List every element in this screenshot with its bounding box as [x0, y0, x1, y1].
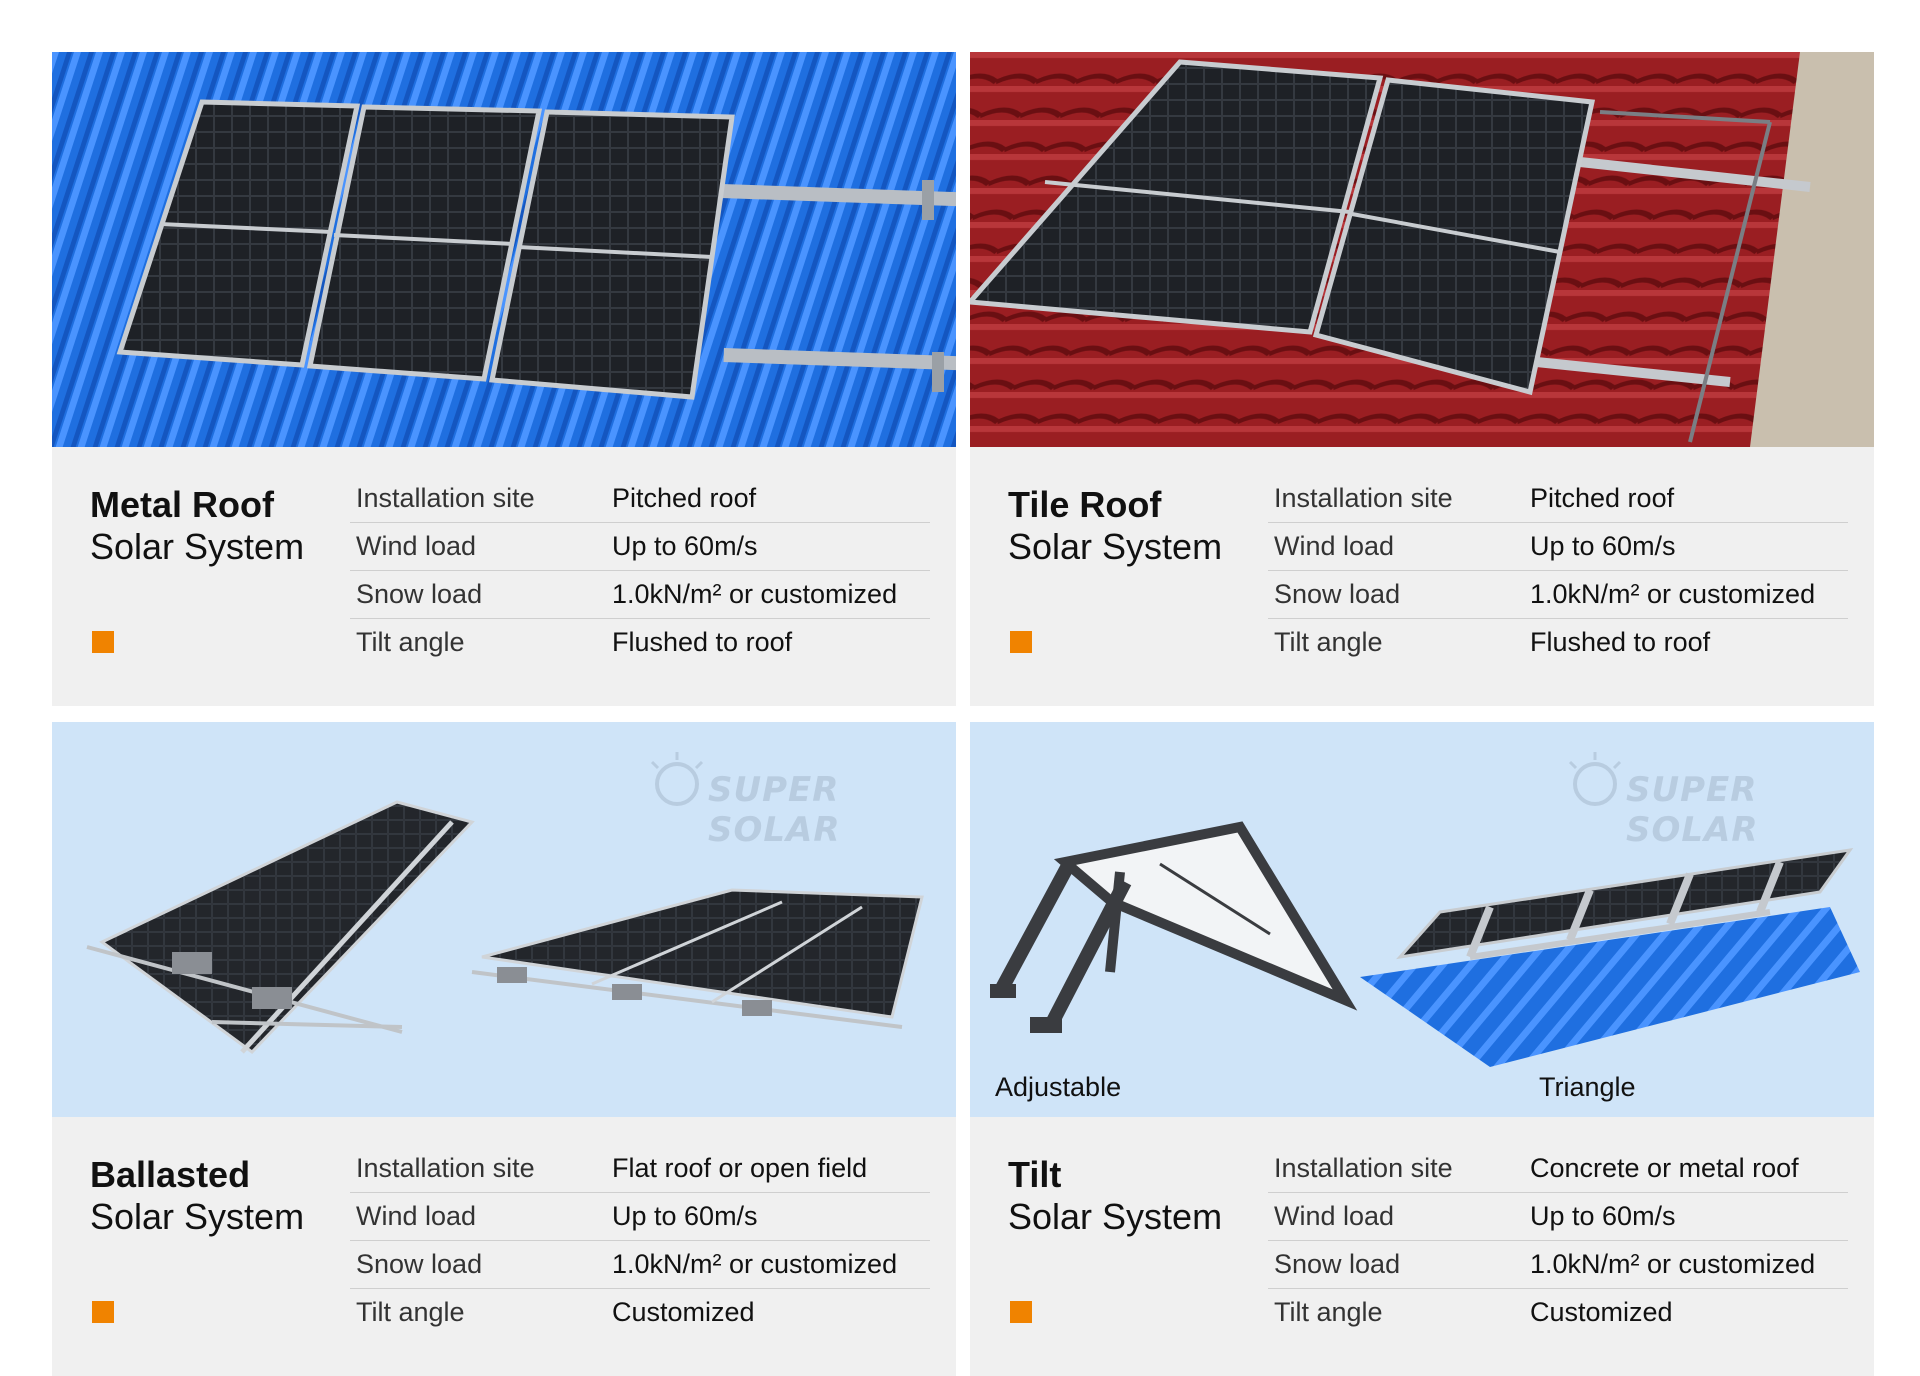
ballasted-info: Ballasted Solar System Installation site…: [52, 1117, 956, 1376]
spec-label: Snow load: [356, 1249, 483, 1279]
spec-value: Up to 60m/s: [612, 1201, 758, 1231]
title-bold: Tile Roof: [1008, 484, 1162, 525]
spec-label: Snow load: [1274, 579, 1401, 609]
spec-value: Flushed to roof: [1530, 627, 1711, 657]
title-rest: Solar System: [1008, 1196, 1223, 1237]
title-rest: Solar System: [90, 526, 305, 567]
card-ballasted: SUPER SOLAR Ballasted Solar System Insta…: [52, 722, 956, 1376]
tile-roof-photo: [970, 52, 1874, 447]
spec-value: Flat roof or open field: [612, 1153, 868, 1183]
tile-roof-info: Tile Roof Solar System Installation site…: [970, 447, 1874, 706]
title-bold: Metal Roof: [90, 484, 274, 525]
spec-value: Pitched roof: [1530, 483, 1675, 513]
ballasted-photo: SUPER SOLAR: [52, 722, 956, 1117]
spec-label: Snow load: [356, 579, 483, 609]
spec-label: Snow load: [1274, 1249, 1401, 1279]
card-tile-roof: Tile Roof Solar System Installation site…: [970, 52, 1874, 706]
spec-value: Customized: [1530, 1297, 1673, 1327]
metal-roof-info: Metal Roof Solar System Installation sit…: [52, 447, 956, 706]
spec-label: Wind load: [1274, 531, 1395, 561]
card-title: Ballasted Solar System: [90, 1154, 304, 1238]
spec-value: Customized: [612, 1297, 755, 1327]
spec-row: Snow load 1.0kN/m² or customized: [1268, 571, 1848, 619]
spec-label: Installation site: [356, 483, 535, 513]
spec-value: 1.0kN/m² or customized: [612, 1249, 898, 1279]
spec-label: Tilt angle: [1274, 627, 1383, 657]
sun-logo-icon: [1568, 752, 1622, 806]
spec-label: Installation site: [1274, 483, 1453, 513]
spec-row: Wind load Up to 60m/s: [1268, 1193, 1848, 1241]
spec-row: Installation site Pitched roof: [1268, 475, 1848, 523]
orange-square-icon: [92, 631, 114, 653]
spec-table: Installation site Pitched roof Wind load U…: [350, 475, 930, 666]
spec-row: Snow load 1.0kN/m² or customized: [1268, 1241, 1848, 1289]
tilt-info: Tilt Solar System Installation site Concr…: [970, 1117, 1874, 1376]
spec-label: Tilt angle: [356, 1297, 465, 1327]
spec-row: Wind load Up to 60m/s: [1268, 523, 1848, 571]
spec-row: Tilt angle Customized: [350, 1289, 930, 1336]
orange-square-icon: [92, 1301, 114, 1323]
sun-logo-icon: [650, 752, 704, 806]
spec-label: Installation site: [1274, 1153, 1453, 1183]
spec-row: Tilt angle Flushed to roof: [1268, 619, 1848, 666]
card-metal-roof: Metal Roof Solar System Installation sit…: [52, 52, 956, 706]
spec-row: Installation site Concrete or metal roof: [1268, 1145, 1848, 1193]
spec-label: Wind load: [1274, 1201, 1395, 1231]
spec-row: Installation site Flat roof or open field: [350, 1145, 930, 1193]
spec-value: Up to 60m/s: [1530, 531, 1676, 561]
card-title: Tilt Solar System: [1008, 1154, 1222, 1238]
spec-value: Concrete or metal roof: [1530, 1153, 1799, 1183]
title-bold: Tilt: [1008, 1154, 1062, 1195]
spec-value: Up to 60m/s: [1530, 1201, 1676, 1231]
spec-value: 1.0kN/m² or customized: [1530, 1249, 1816, 1279]
orange-square-icon: [1010, 1301, 1032, 1323]
card-title: Tile Roof Solar System: [1008, 484, 1222, 568]
title-rest: Solar System: [1008, 526, 1223, 567]
watermark: SUPER SOLAR: [708, 770, 841, 850]
spec-value: Flushed to roof: [612, 627, 793, 657]
spec-row: Wind load Up to 60m/s: [350, 1193, 930, 1241]
watermark: SUPER SOLAR: [1626, 770, 1759, 850]
spec-value: Pitched roof: [612, 483, 757, 513]
spec-table: Installation site Pitched roof Wind load U…: [1268, 475, 1848, 666]
spec-label: Wind load: [356, 531, 477, 561]
spec-row: Snow load 1.0kN/m² or customized: [350, 571, 930, 619]
tilt-photo: SUPER SOLAR Adjustable Triangle: [970, 722, 1874, 1117]
spec-value: 1.0kN/m² or customized: [1530, 579, 1816, 609]
caption-triangle: Triangle: [1539, 1072, 1636, 1102]
caption-adjustable: Adjustable: [995, 1072, 1122, 1102]
spec-label: Tilt angle: [356, 627, 465, 657]
spec-row: Wind load Up to 60m/s: [350, 523, 930, 571]
spec-label: Wind load: [356, 1201, 477, 1231]
title-bold: Ballasted: [90, 1154, 251, 1195]
spec-value: Up to 60m/s: [612, 531, 758, 561]
spec-label: Tilt angle: [1274, 1297, 1383, 1327]
spec-row: Tilt angle Customized: [1268, 1289, 1848, 1336]
card-title: Metal Roof Solar System: [90, 484, 304, 568]
spec-value: 1.0kN/m² or customized: [612, 579, 898, 609]
card-tilt: SUPER SOLAR Adjustable Triangle Tilt Sol…: [970, 722, 1874, 1376]
spec-label: Installation site: [356, 1153, 535, 1183]
spec-row: Installation site Pitched roof: [350, 475, 930, 523]
spec-row: Snow load 1.0kN/m² or customized: [350, 1241, 930, 1289]
spec-row: Tilt angle Flushed to roof: [350, 619, 930, 666]
title-rest: Solar System: [90, 1196, 305, 1237]
orange-square-icon: [1010, 631, 1032, 653]
metal-roof-photo: [52, 52, 956, 447]
spec-table: Installation site Flat roof or open field…: [350, 1145, 930, 1336]
